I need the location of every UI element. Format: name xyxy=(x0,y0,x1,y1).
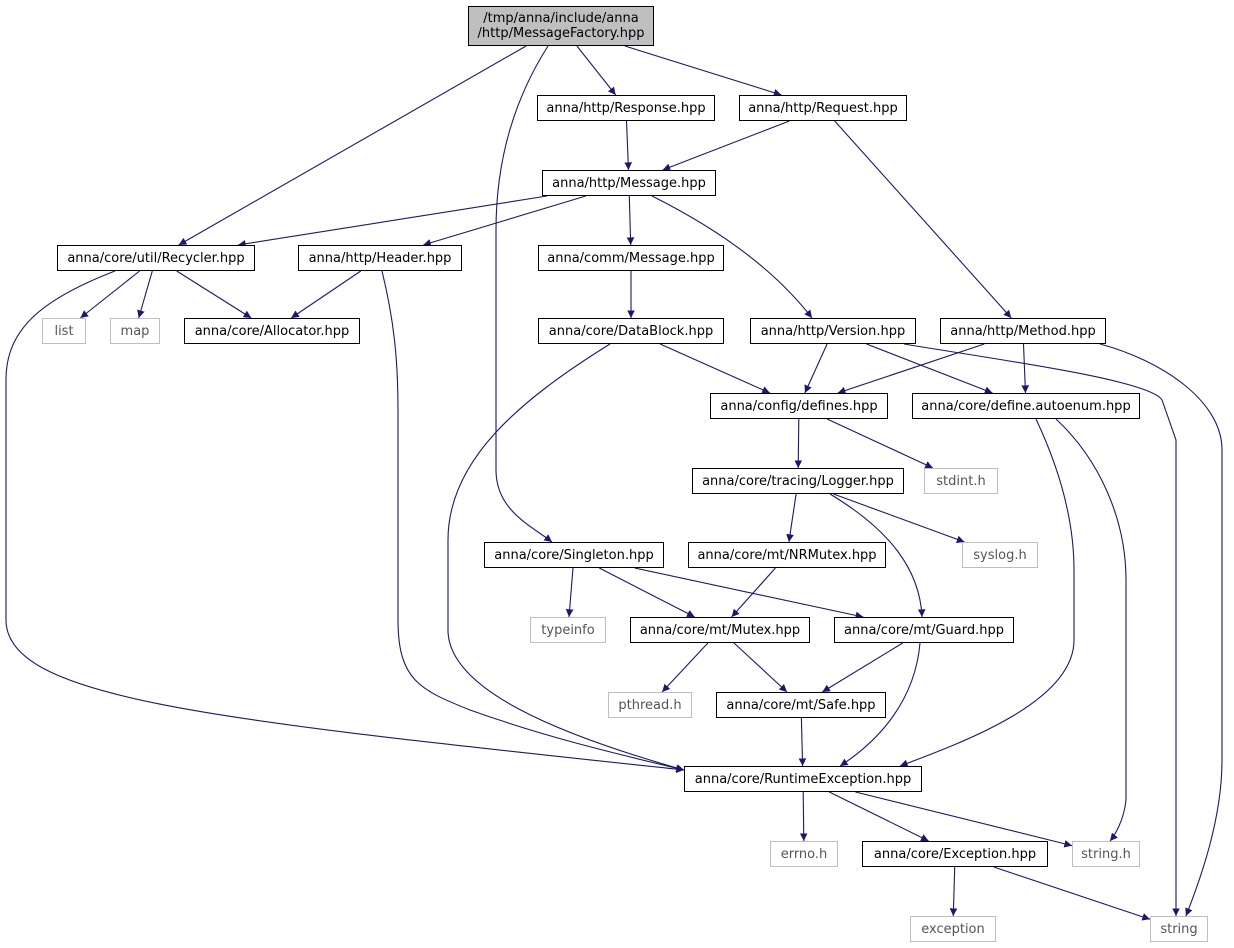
node-string: string xyxy=(1150,916,1208,942)
edge-version-to-autoenum xyxy=(866,343,993,394)
edge-datablock-to-runtime xyxy=(447,343,685,772)
edge-message-to-version xyxy=(651,195,813,319)
edge-request-to-message xyxy=(662,120,790,171)
edge-autoenum-to-stringh xyxy=(1055,418,1127,842)
node-factory: /tmp/anna/include/anna /http/MessageFact… xyxy=(468,6,654,46)
edge-request-to-method xyxy=(834,120,1012,319)
node-exception_hpp[interactable]: anna/core/Exception.hpp xyxy=(862,841,1048,867)
edge-exception_hpp-to-string xyxy=(993,866,1151,921)
node-syslog: syslog.h xyxy=(962,542,1038,568)
edge-message-to-header xyxy=(423,195,586,247)
edge-factory-to-request xyxy=(624,45,782,97)
edge-defines-to-stdint xyxy=(826,418,934,469)
node-exception: exception xyxy=(910,916,996,942)
edge-logger-to-nrmutex xyxy=(786,493,797,543)
edge-recycler-to-list xyxy=(80,270,140,319)
node-list: list xyxy=(42,318,86,344)
edge-safe-to-runtime xyxy=(798,717,807,767)
edge-logger-to-syslog xyxy=(833,493,965,543)
node-guard[interactable]: anna/core/mt/Guard.hpp xyxy=(834,617,1014,643)
edge-message-to-commmessage xyxy=(626,195,635,246)
node-runtime[interactable]: anna/core/RuntimeException.hpp xyxy=(684,766,922,792)
edge-response-to-message xyxy=(624,120,633,171)
node-pthread: pthread.h xyxy=(608,692,692,718)
node-recycler[interactable]: anna/core/util/Recycler.hpp xyxy=(57,245,255,271)
edge-singleton-to-guard xyxy=(634,567,864,620)
node-typeinfo: typeinfo xyxy=(530,617,606,643)
node-datablock[interactable]: anna/core/DataBlock.hpp xyxy=(538,318,724,344)
edge-mutex-to-safe xyxy=(733,642,788,693)
edge-version-to-defines xyxy=(804,343,828,394)
edge-method-to-autoenum xyxy=(1021,343,1030,394)
node-autoenum[interactable]: anna/core/define.autoenum.hpp xyxy=(912,393,1140,419)
node-version[interactable]: anna/http/Version.hpp xyxy=(750,318,916,344)
edge-singleton-to-typeinfo xyxy=(565,567,574,618)
node-request[interactable]: anna/http/Request.hpp xyxy=(739,95,907,121)
edge-datablock-to-defines xyxy=(659,343,771,394)
edge-guard-to-runtime xyxy=(839,642,921,767)
node-mutex[interactable]: anna/core/mt/Mutex.hpp xyxy=(630,617,810,643)
node-safe[interactable]: anna/core/mt/Safe.hpp xyxy=(716,692,886,718)
edge-factory-to-recycler xyxy=(178,45,527,246)
edge-logger-to-guard xyxy=(829,493,926,618)
edge-exception_hpp-to-exception xyxy=(949,866,958,917)
edge-header-to-allocator xyxy=(290,270,362,319)
node-commmessage[interactable]: anna/comm/Message.hpp xyxy=(538,245,724,271)
edge-runtime-to-exception_hpp xyxy=(829,791,929,842)
edge-version-to-string xyxy=(903,343,1180,916)
edge-method-to-defines xyxy=(837,343,985,395)
node-stringh: string.h xyxy=(1072,841,1140,867)
node-defines[interactable]: anna/config/defines.hpp xyxy=(710,393,888,419)
edge-factory-to-singleton xyxy=(495,45,553,543)
node-singleton[interactable]: anna/core/Singleton.hpp xyxy=(484,542,664,568)
edge-defines-to-logger xyxy=(794,418,803,469)
dependency-edges xyxy=(5,45,1223,921)
node-stdint: stdint.h xyxy=(924,468,998,494)
node-errno: errno.h xyxy=(770,841,838,867)
node-allocator[interactable]: anna/core/Allocator.hpp xyxy=(184,318,360,344)
node-logger[interactable]: anna/core/tracing/Logger.hpp xyxy=(692,468,904,494)
node-response[interactable]: anna/http/Response.hpp xyxy=(537,95,715,121)
edge-factory-to-response xyxy=(576,45,617,96)
edge-nrmutex-to-mutex xyxy=(731,567,776,618)
edge-recycler-to-map xyxy=(137,270,153,319)
node-nrmutex[interactable]: anna/core/mt/NRMutex.hpp xyxy=(688,542,886,568)
edge-guard-to-safe xyxy=(822,642,903,693)
edge-singleton-to-mutex xyxy=(599,567,695,618)
edge-runtime-to-errno xyxy=(799,791,808,842)
edge-message-to-recycler xyxy=(237,195,548,248)
edge-runtime-to-stringh xyxy=(855,791,1073,848)
node-header[interactable]: anna/http/Header.hpp xyxy=(298,245,462,271)
edge-recycler-to-runtime xyxy=(5,270,685,774)
edge-method-to-string xyxy=(1099,343,1223,917)
edge-recycler-to-allocator xyxy=(176,270,252,319)
node-message[interactable]: anna/http/Message.hpp xyxy=(542,170,716,196)
edge-header-to-runtime xyxy=(381,270,685,772)
node-method[interactable]: anna/http/Method.hpp xyxy=(940,318,1106,344)
edge-mutex-to-pthread xyxy=(661,642,709,693)
node-map: map xyxy=(110,318,160,344)
edge-autoenum-to-runtime xyxy=(899,418,1075,767)
